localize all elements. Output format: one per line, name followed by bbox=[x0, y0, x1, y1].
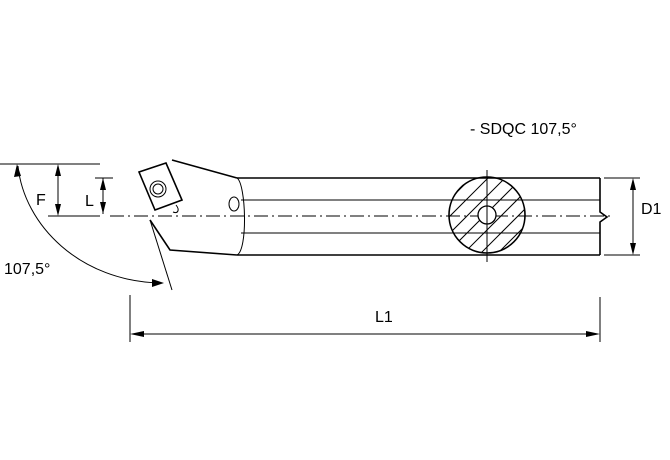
dim-f bbox=[55, 164, 61, 216]
dim-l1-label: L1 bbox=[375, 309, 393, 326]
dim-d1-label: D1 bbox=[641, 201, 662, 218]
dim-f-label: F bbox=[36, 192, 46, 209]
tool-head bbox=[149, 159, 240, 291]
dim-angle-label: 107,5° bbox=[4, 261, 50, 278]
dim-angle bbox=[14, 164, 164, 287]
dim-l bbox=[95, 177, 113, 214]
dim-l-label: L bbox=[85, 193, 94, 210]
bar-body bbox=[236, 177, 609, 256]
dim-d1 bbox=[604, 177, 640, 256]
insert bbox=[137, 162, 184, 213]
title-text: - SDQC 107,5° bbox=[470, 121, 577, 138]
section-view bbox=[448, 170, 526, 262]
left-reference-lines bbox=[0, 163, 100, 217]
dim-l1 bbox=[129, 295, 601, 342]
